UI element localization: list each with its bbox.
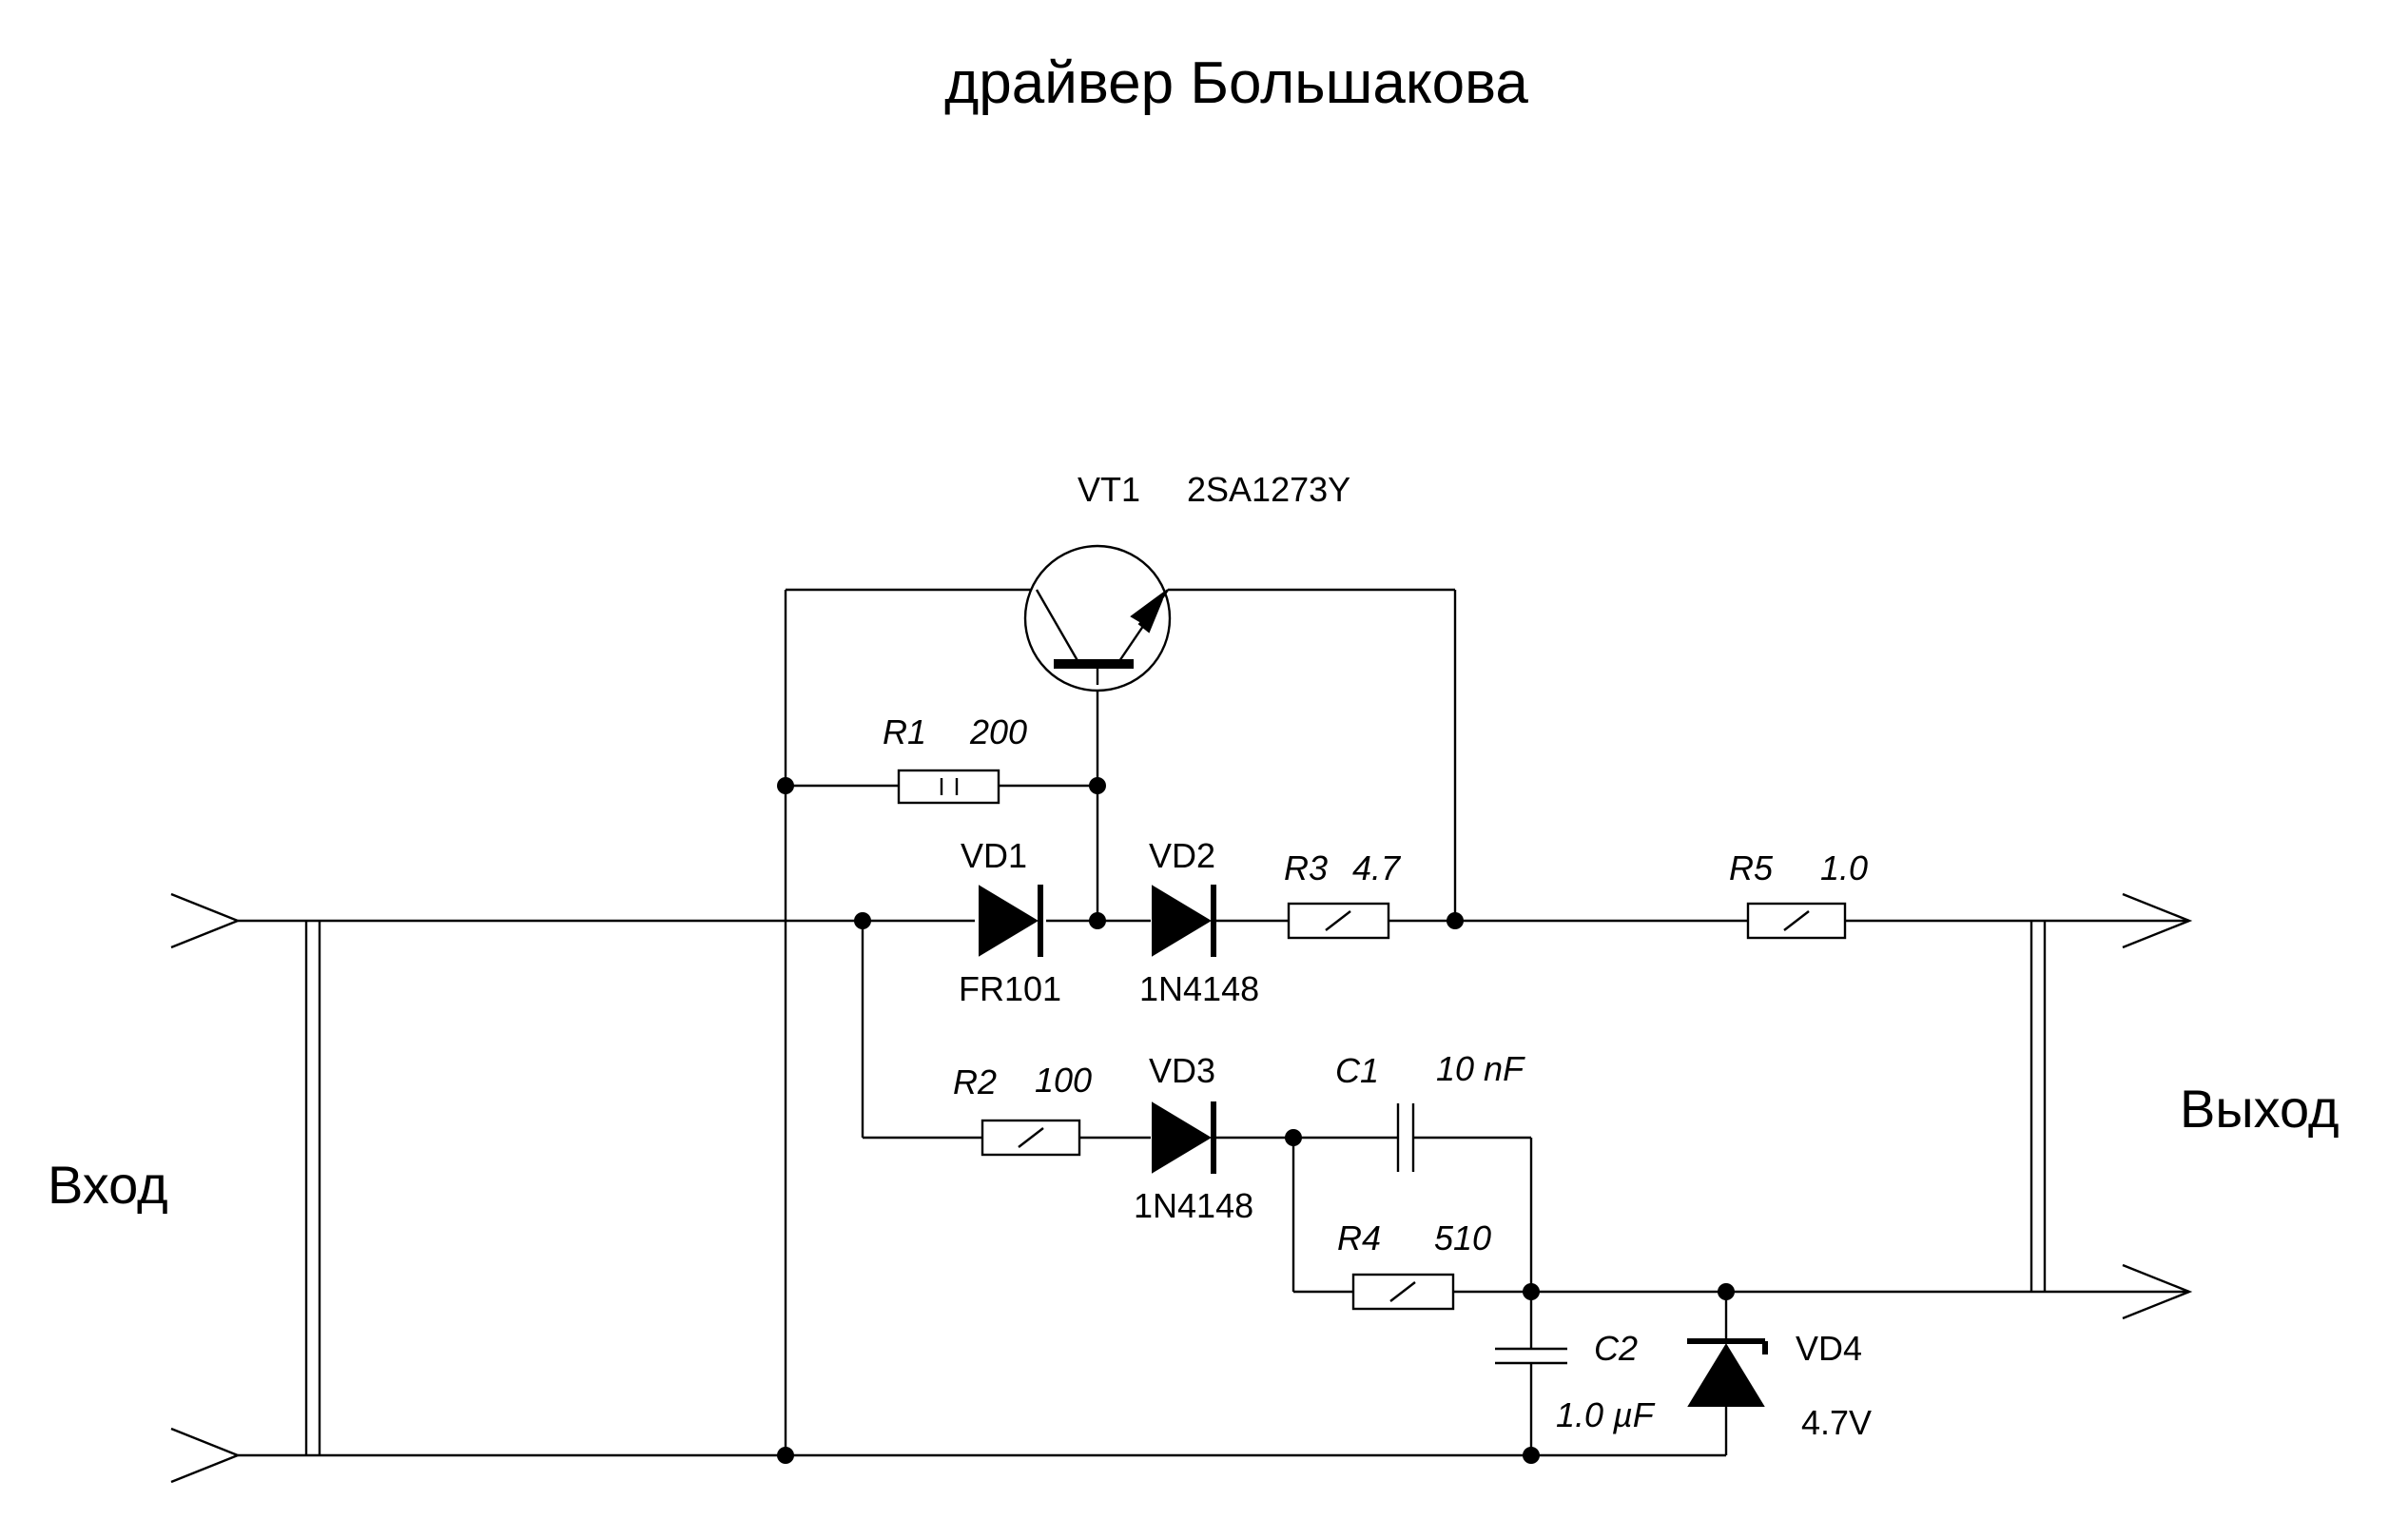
input-connector-bar <box>304 921 321 1455</box>
c2-ref: C2 <box>1594 1329 1638 1368</box>
c2-value: 1.0 µF <box>1556 1395 1656 1434</box>
junction-dot <box>1089 777 1106 794</box>
r4-value: 510 <box>1434 1218 1491 1257</box>
resistor-r3 <box>1287 902 1390 940</box>
vd2-value: 1N4148 <box>1139 969 1259 1008</box>
r5-value: 1.0 <box>1820 848 1868 887</box>
diode-vd1 <box>979 885 1043 957</box>
transistor-vt1 <box>1023 544 1172 692</box>
output-connector-bar <box>2029 921 2047 1292</box>
junction-dot <box>1089 912 1106 929</box>
junction-dot <box>854 912 871 929</box>
r4-ref: R4 <box>1337 1218 1381 1257</box>
vd3-value: 1N4148 <box>1134 1186 1253 1225</box>
input-label: Вход <box>48 1155 168 1215</box>
diode-vd2 <box>1152 885 1216 957</box>
vd4-value: 4.7V <box>1801 1403 1872 1442</box>
resistor-r5 <box>1746 902 1847 940</box>
junction-dot <box>1523 1447 1540 1464</box>
r1-ref: R1 <box>883 712 926 751</box>
vd3-ref: VD3 <box>1149 1051 1215 1090</box>
c1-ref: C1 <box>1335 1051 1379 1090</box>
r1-value: 200 <box>969 712 1027 751</box>
junction-dots <box>777 777 1735 1464</box>
junction-dot <box>777 777 794 794</box>
diagram-title: драйвер Большакова <box>944 50 1528 116</box>
vd2-ref: VD2 <box>1149 836 1215 875</box>
c1-value: 10 nF <box>1436 1049 1525 1088</box>
capacitor-c2 <box>1495 1347 1567 1365</box>
wiring <box>238 588 2189 1457</box>
diode-vd3 <box>1152 1101 1216 1174</box>
vt1-value: 2SA1273Y <box>1187 470 1350 509</box>
r2-ref: R2 <box>953 1062 997 1101</box>
capacitor-c1 <box>1396 1103 1415 1172</box>
r3-ref: R3 <box>1284 848 1328 887</box>
resistor-r2 <box>981 1119 1081 1157</box>
junction-dot <box>1718 1283 1735 1300</box>
input-terminal-top <box>170 892 242 949</box>
r5-ref: R5 <box>1729 848 1774 887</box>
vd1-value: FR101 <box>959 969 1061 1008</box>
resistor-r1 <box>897 769 1000 805</box>
vd4-ref: VD4 <box>1796 1329 1862 1368</box>
junction-dot <box>1523 1283 1540 1300</box>
zener-diode-vd4 <box>1687 1338 1768 1407</box>
junction-dot <box>777 1447 794 1464</box>
resistor-r4 <box>1351 1273 1455 1311</box>
junction-dot <box>1285 1129 1302 1146</box>
input-terminal-bottom <box>170 1427 242 1484</box>
vd1-ref: VD1 <box>961 836 1027 875</box>
junction-dot <box>1447 912 1464 929</box>
r3-value: 4.7 <box>1352 848 1402 887</box>
r2-value: 100 <box>1035 1061 1092 1100</box>
vt1-ref: VT1 <box>1078 470 1140 509</box>
output-label: Выход <box>2180 1079 2340 1139</box>
